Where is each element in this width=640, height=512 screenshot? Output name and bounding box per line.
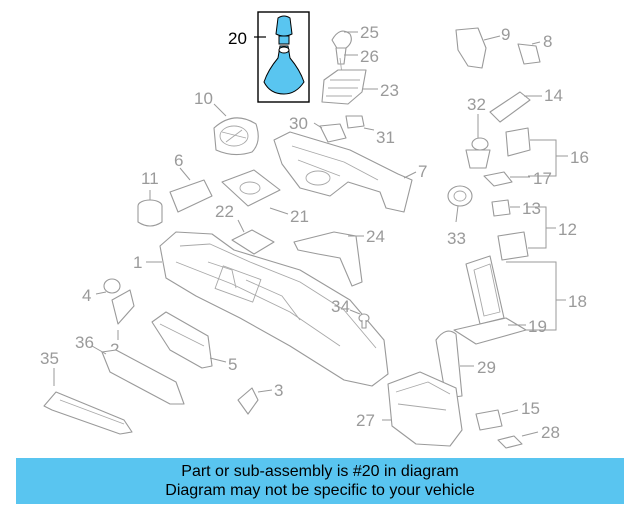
info-banner: Part or sub-assembly is #20 in diagram D…: [16, 458, 624, 504]
label-7: 7: [418, 162, 427, 181]
label-29: 29: [477, 358, 496, 377]
label-12: 12: [558, 220, 577, 239]
banner-line-2: Diagram may not be specific to your vehi…: [165, 482, 475, 499]
label-5: 5: [228, 355, 237, 374]
part-6-cover: [169, 179, 213, 213]
label-26: 26: [360, 47, 379, 66]
part-3-clip: [237, 387, 259, 415]
part-23-shifter-mechanism: [321, 69, 367, 105]
part-4-cap: [103, 278, 121, 294]
label-36: 36: [75, 333, 94, 352]
part-7-console-trim: [273, 131, 413, 213]
label-6: 6: [174, 151, 183, 170]
part-13-bracket: [491, 199, 511, 217]
part-1-console-body: [159, 231, 389, 387]
label-10: 10: [194, 89, 213, 108]
part-14-trim-strip: [489, 91, 531, 123]
part-20-shift-knob-boot[interactable]: [257, 11, 310, 103]
part-5-side-panel: [151, 311, 213, 369]
label-31: 31: [376, 128, 395, 147]
part-27-rear-console: [387, 371, 463, 447]
label-24: 24: [366, 227, 385, 246]
label-27: 27: [356, 411, 375, 430]
label-35: 35: [40, 349, 59, 368]
label-22: 22: [215, 202, 234, 221]
part-35-rail: [43, 391, 133, 435]
part-34-screw: [358, 313, 370, 329]
part-17-clip: [483, 171, 513, 187]
label-4: 4: [82, 286, 91, 305]
label-20: 20: [228, 29, 247, 48]
part-24-side-trim: [293, 231, 363, 287]
label-3: 3: [274, 381, 283, 400]
part-18-armrest-panel: [465, 255, 505, 325]
part-15-pad: [475, 409, 503, 431]
label-15: 15: [521, 399, 540, 418]
part-30-switch: [319, 123, 347, 143]
label-13: 13: [522, 199, 541, 218]
label-33: 33: [447, 229, 466, 248]
part-22-bezel: [231, 229, 275, 255]
part-16-panel: [505, 127, 531, 157]
banner-line-1: Part or sub-assembly is #20 in diagram: [181, 463, 459, 480]
part-33-socket: [447, 185, 473, 207]
label-21: 21: [290, 207, 309, 226]
label-16: 16: [570, 148, 589, 167]
part-25-shift-lever: [331, 30, 352, 75]
part-11-knob: [137, 199, 163, 227]
part-32-power-outlet: [465, 137, 491, 169]
label-2: 2: [110, 340, 119, 359]
label-8: 8: [543, 32, 552, 51]
label-34: 34: [331, 297, 350, 316]
knob-icon: [275, 15, 293, 37]
label-1: 1: [133, 253, 142, 272]
part-8-clip: [517, 43, 541, 65]
part-31-clip: [345, 115, 365, 129]
part-9-bracket: [455, 27, 487, 69]
label-19: 19: [528, 317, 547, 336]
label-28: 28: [541, 423, 560, 442]
label-23: 23: [380, 81, 399, 100]
label-17: 17: [533, 169, 552, 188]
label-11: 11: [141, 169, 159, 188]
part-36-trim-panel: [101, 349, 185, 405]
part-29-handbrake: [435, 330, 463, 399]
part-19-tray: [453, 317, 527, 345]
label-32: 32: [467, 95, 486, 114]
label-14: 14: [544, 86, 563, 105]
label-9: 9: [501, 25, 510, 44]
part-10-vent: [213, 117, 259, 156]
shift-boot-icon: [263, 45, 305, 95]
label-30: 30: [289, 114, 308, 133]
part-12-panel: [497, 231, 529, 261]
part-2-bracket: [111, 289, 135, 325]
label-18: 18: [568, 292, 587, 311]
part-21-boot-frame: [221, 169, 281, 207]
part-28-clip: [497, 435, 523, 449]
label-25: 25: [360, 23, 379, 42]
